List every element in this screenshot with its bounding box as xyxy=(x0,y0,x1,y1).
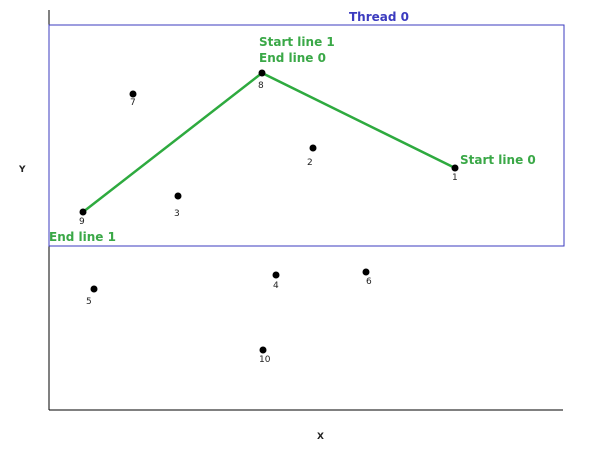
point-7: 7 xyxy=(129,90,137,108)
y-axis-label: Y xyxy=(18,165,26,175)
point-label: 10 xyxy=(259,355,271,365)
thread-label: Thread 0 xyxy=(349,10,409,24)
point-label: 3 xyxy=(174,209,180,219)
x-axis-label: X xyxy=(317,432,324,442)
point-2: 2 xyxy=(307,144,317,168)
point-label: 8 xyxy=(258,81,264,91)
point-5: 5 xyxy=(86,285,98,307)
line-path xyxy=(82,71,456,213)
point-8: 8 xyxy=(258,69,266,91)
point-label: 7 xyxy=(130,98,136,108)
point-label: 6 xyxy=(366,277,372,287)
point-10: 10 xyxy=(259,346,271,365)
start-line-0-label: Start line 0 xyxy=(460,153,536,167)
point-label: 2 xyxy=(307,158,313,168)
point-9: 9 xyxy=(79,208,87,227)
point-label: 1 xyxy=(452,173,458,183)
start-line-1-label: Start line 1 xyxy=(259,35,335,49)
point-label: 4 xyxy=(273,281,279,291)
end-line-0-label: End line 0 xyxy=(259,51,326,65)
end-line-1-label: End line 1 xyxy=(49,230,116,244)
point-1: 1 xyxy=(451,164,459,183)
thread-region xyxy=(48,24,565,247)
point-label: 9 xyxy=(79,217,85,227)
point-label: 5 xyxy=(86,297,92,307)
point-6: 6 xyxy=(362,268,372,287)
point-4: 4 xyxy=(272,271,280,291)
point-3: 3 xyxy=(174,192,182,219)
